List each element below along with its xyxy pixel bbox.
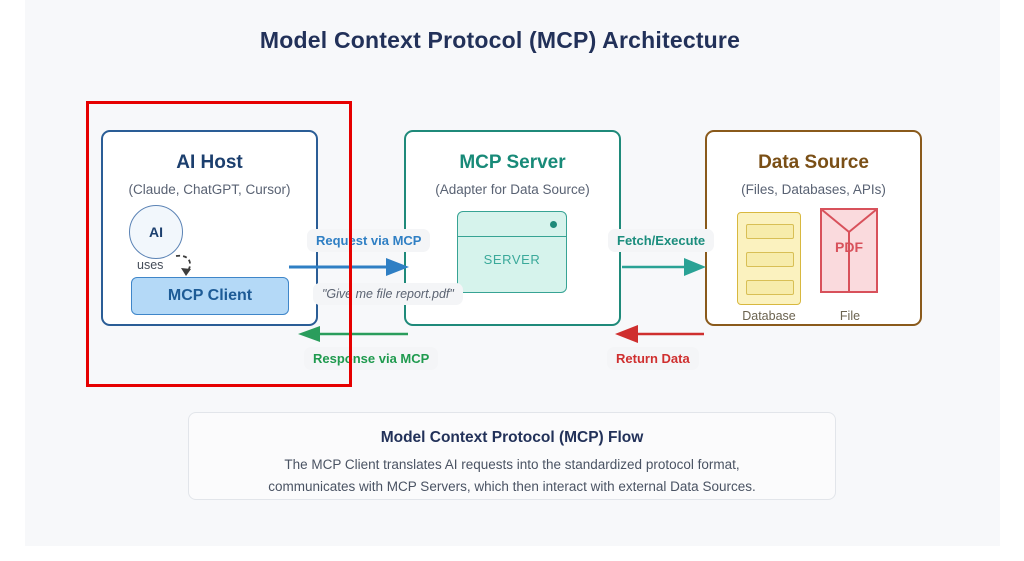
mcp-server-title: MCP Server xyxy=(459,152,566,173)
ai-host-title: AI Host xyxy=(176,152,243,173)
flow-card-line-1: The MCP Client translates AI requests in… xyxy=(284,457,740,472)
file-caption: File xyxy=(839,309,861,323)
flow-label-return: Return Data xyxy=(607,347,699,370)
page-title: Model Context Protocol (MCP) Architectur… xyxy=(259,27,741,53)
database-row-3 xyxy=(746,280,794,295)
uses-dashed-arrow-icon xyxy=(175,254,191,276)
flow-description-card: Model Context Protocol (MCP) Flow The MC… xyxy=(188,412,836,500)
mcp-client-label: MCP Client xyxy=(167,287,253,304)
database-icon xyxy=(737,212,801,305)
ai-circle-icon: AI xyxy=(129,205,183,259)
highlight-rectangle xyxy=(86,101,352,387)
database-row-1 xyxy=(746,224,794,239)
ai-circle-label: AI xyxy=(149,224,163,240)
flow-label-fetch: Fetch/Execute xyxy=(608,229,715,252)
server-icon-titlebar xyxy=(458,212,566,237)
server-icon-label: SERVER xyxy=(483,252,541,267)
server-status-dot-icon xyxy=(550,221,557,228)
flow-label-request: Request via MCP xyxy=(307,229,431,252)
flow-label-response: Response via MCP xyxy=(304,347,439,370)
flow-card-title: Model Context Protocol (MCP) Flow xyxy=(380,429,644,446)
ai-host-subtitle: (Claude, ChatGPT, Cursor) xyxy=(128,182,291,197)
flow-card-line-2: communicates with MCP Servers, which the… xyxy=(268,479,756,494)
uses-label: uses xyxy=(137,258,164,272)
data-source-title: Data Source xyxy=(758,152,869,173)
mcp-server-subtitle: (Adapter for Data Source) xyxy=(435,182,590,197)
server-rack-icon: SERVER xyxy=(457,211,567,293)
pdf-icon-label: PDF xyxy=(835,239,863,255)
database-row-2 xyxy=(746,252,794,267)
pdf-file-icon: PDF xyxy=(820,208,878,293)
database-caption: Database xyxy=(742,309,796,323)
data-source-subtitle: (Files, Databases, APIs) xyxy=(741,182,886,197)
mcp-client-box[interactable]: MCP Client xyxy=(131,277,289,315)
